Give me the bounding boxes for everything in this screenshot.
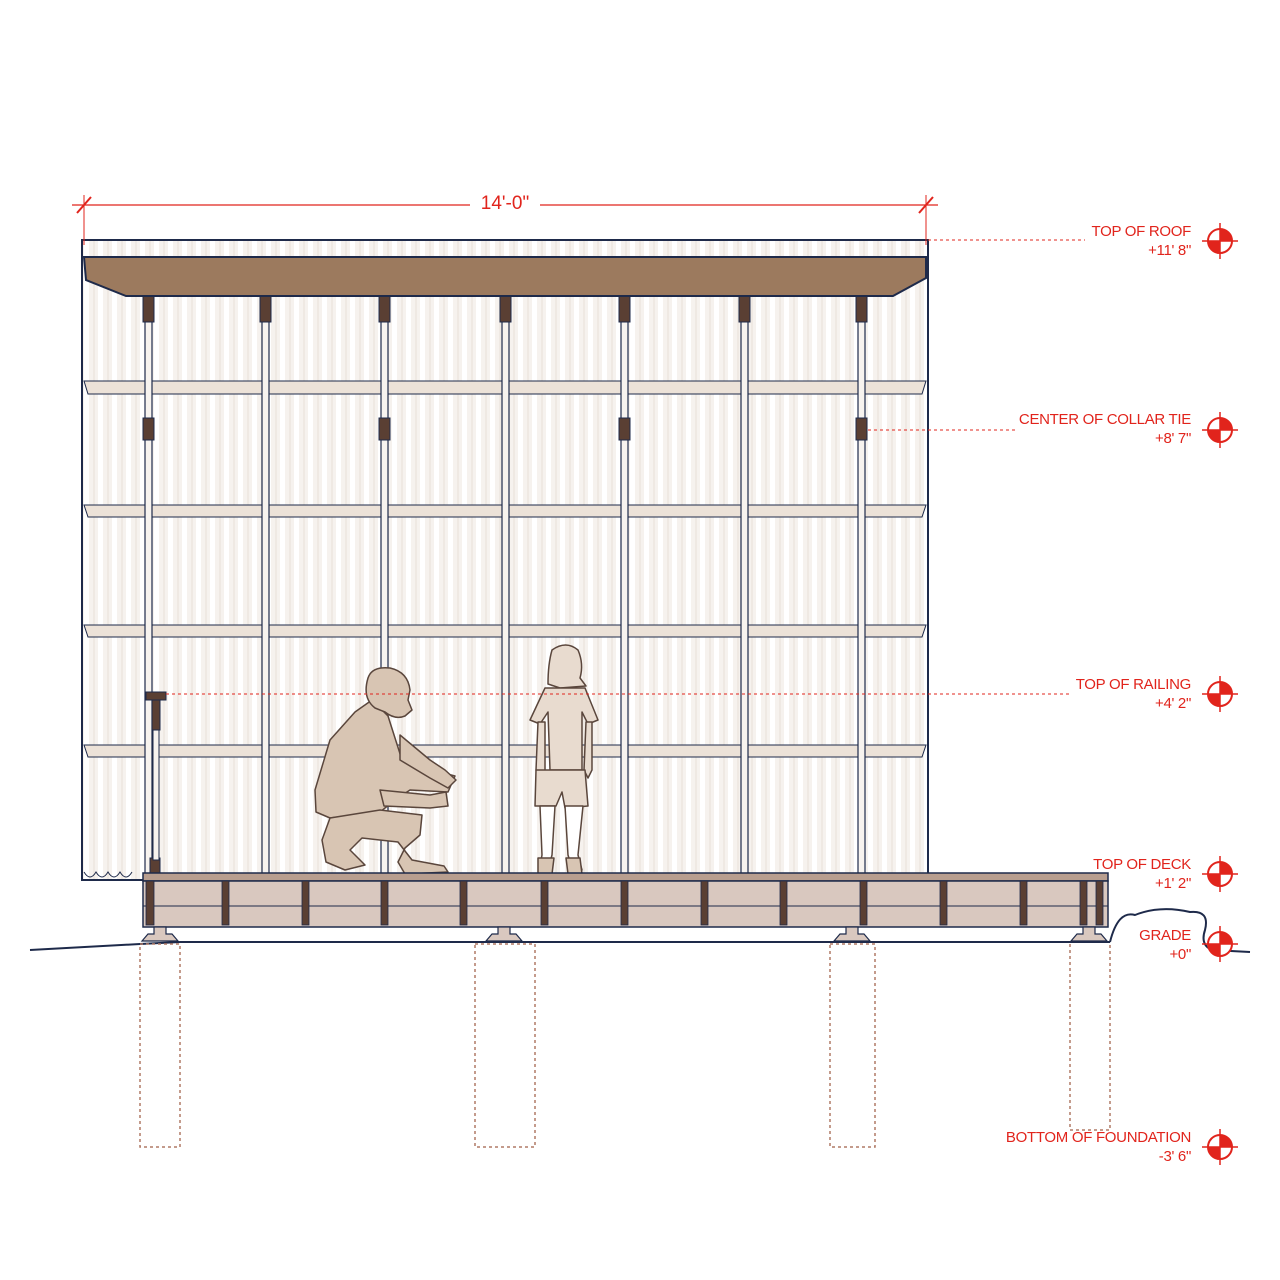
level-elevation: +8' 7" (1154, 430, 1191, 447)
level-name: TOP OF DECK (1093, 856, 1191, 873)
datum-roof-icon (1201, 222, 1239, 260)
railing-post (145, 691, 167, 861)
post-bases (140, 926, 1109, 942)
level-label-collar-tie: CENTER OF COLLAR TIE +8' 7" (1019, 410, 1191, 448)
deck (142, 872, 1109, 928)
level-label-top-of-deck: TOP OF DECK +1' 2" (1093, 855, 1191, 893)
level-elevation: +4' 2" (1154, 695, 1191, 712)
overall-width-dimension: 14'-0" (470, 193, 540, 215)
deck-joists (145, 880, 1104, 926)
level-name: CENTER OF COLLAR TIE (1018, 411, 1191, 428)
level-elevation: +11' 8" (1148, 242, 1191, 259)
level-elevation: -3' 6" (1158, 1148, 1192, 1165)
foundation-piers (139, 943, 1111, 1148)
adult-figure-crouching (314, 666, 457, 875)
datum-foundation-icon (1201, 1128, 1239, 1166)
level-leaders (166, 239, 1085, 695)
datum-deck-icon (1201, 855, 1239, 893)
level-label-grade: GRADE +0" (1139, 926, 1191, 964)
datum-railing-icon (1201, 675, 1239, 713)
level-elevation: +0" (1169, 946, 1191, 963)
level-name: TOP OF ROOF (1091, 223, 1192, 240)
level-name: BOTTOM OF FOUNDATION (1005, 1129, 1191, 1146)
child-figure-standing (529, 644, 599, 875)
level-label-top-of-railing: TOP OF RAILING +4' 2" (1075, 675, 1192, 713)
datum-collar-tie-icon (1201, 411, 1239, 449)
level-label-top-of-roof: TOP OF ROOF +11' 8" (1092, 222, 1192, 260)
level-elevation: +1' 2" (1154, 875, 1191, 892)
level-name: GRADE (1139, 927, 1191, 944)
level-name: TOP OF RAILING (1075, 676, 1192, 693)
datum-grade-icon (1201, 925, 1239, 963)
level-label-bottom-of-foundation: BOTTOM OF FOUNDATION -3' 6" (1006, 1128, 1191, 1166)
roof (82, 256, 927, 297)
